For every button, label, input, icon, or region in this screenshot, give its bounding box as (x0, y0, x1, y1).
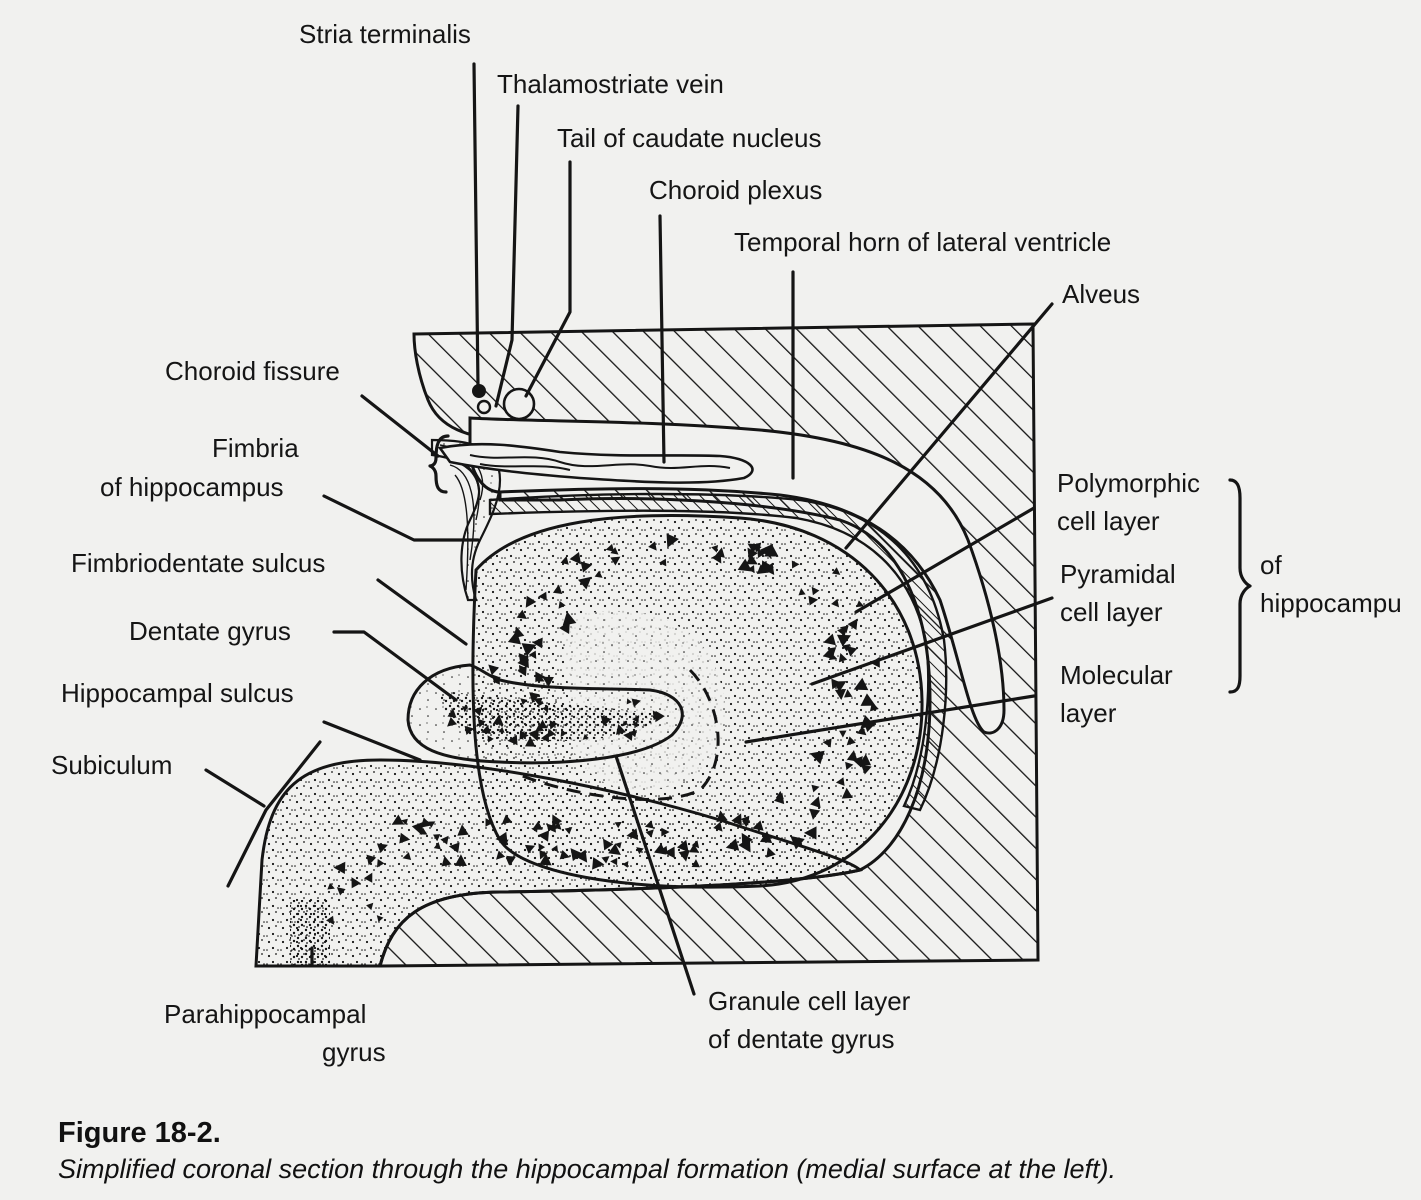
label-pyramidal-2: cell layer (1060, 597, 1163, 627)
label-of: of (1260, 550, 1282, 580)
figure-number: Figure 18-2. (58, 1117, 221, 1149)
label-molecular-2: layer (1060, 698, 1117, 728)
caudate-tail-circle (502, 387, 536, 421)
label-thalamostriate-vein: Thalamostriate vein (497, 69, 724, 99)
label-parahippocampal-2: gyrus (322, 1037, 386, 1067)
figure-caption: Simplified coronal section through the h… (58, 1154, 1116, 1184)
label-molecular-1: Molecular (1060, 660, 1173, 690)
thalamostriate-vein-dot (476, 399, 492, 415)
label-dentate-gyrus: Dentate gyrus (129, 616, 291, 646)
label-temporal-horn: Temporal horn of lateral ventricle (734, 227, 1111, 257)
label-granule-2: of dentate gyrus (708, 1024, 894, 1054)
leader-lines (204, 62, 1252, 996)
label-fimbriodentate-sulcus: Fimbriodentate sulcus (71, 548, 325, 578)
label-stria-terminalis: Stria terminalis (299, 19, 471, 49)
label-fimbria-2: of hippocampus (100, 472, 284, 502)
label-hippocampal-sulcus: Hippocampal sulcus (61, 678, 294, 708)
label-hippocampus: hippocampu (1260, 588, 1402, 618)
label-subiculum: Subiculum (51, 750, 172, 780)
label-polymorphic-2: cell layer (1057, 506, 1160, 536)
label-granule-1: Granule cell layer (708, 986, 911, 1016)
label-alveus: Alveus (1062, 279, 1140, 309)
label-tail-caudate: Tail of caudate nucleus (557, 123, 822, 153)
stria-terminalis-dot (472, 384, 486, 398)
label-choroid-fissure: Choroid fissure (165, 356, 340, 386)
parahippocampal-cortex (254, 758, 863, 968)
label-parahippocampal-1: Parahippocampal (164, 999, 366, 1029)
label-polymorphic-1: Polymorphic (1057, 468, 1200, 498)
label-pyramidal-1: Pyramidal (1060, 559, 1176, 589)
choroid-plexus-shape (437, 442, 754, 484)
label-choroid-plexus: Choroid plexus (649, 175, 822, 205)
alveus-band (488, 492, 948, 812)
temporal-horn (468, 416, 1006, 735)
label-fimbria-1: Fimbria (212, 433, 299, 463)
